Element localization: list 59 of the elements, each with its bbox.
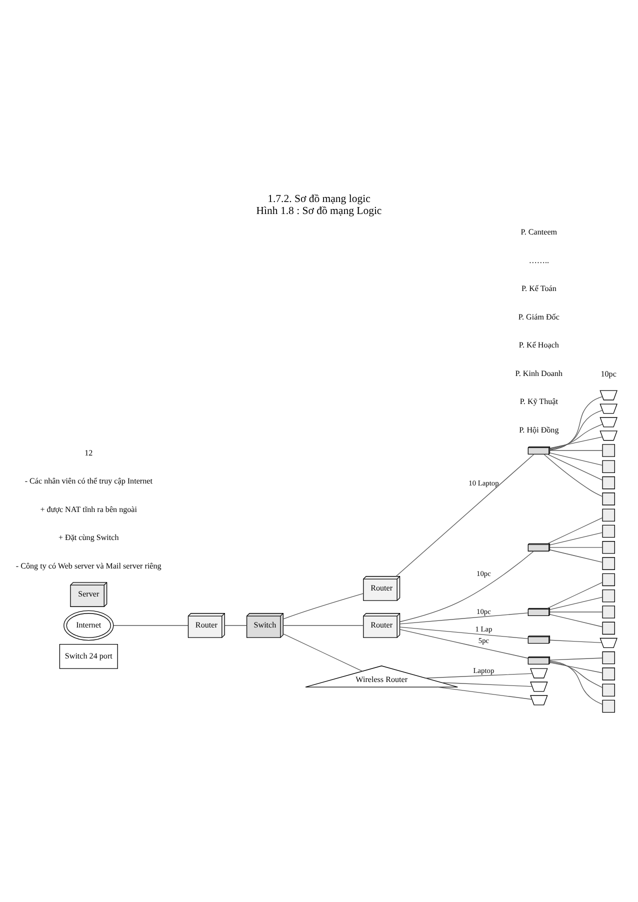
connector [550,546,603,548]
node-laptop [530,668,548,678]
node-computer [602,621,615,634]
node-computer [602,556,615,570]
connector [282,632,363,672]
edge-label: 10pc [476,606,491,616]
connector [550,662,603,673]
connector [544,453,603,496]
node-computer [602,476,615,489]
connector [550,532,603,545]
edge-label: 1 Lap [475,624,492,633]
connector [400,626,528,639]
connector [436,686,532,700]
node-computer [602,524,615,538]
node-computer [602,667,615,680]
node-computer [602,588,615,602]
connector [282,624,364,626]
caption: Hình 1.8 : Sơ đồ mạng Logic [256,204,382,217]
node-computer [602,605,615,618]
connector [547,516,603,544]
connector [224,624,248,626]
node-laptop [600,416,618,427]
node-computer [602,699,615,712]
node-computer [602,460,615,473]
edge-label: 10pc [476,568,491,578]
connector [400,550,534,622]
connector [547,453,603,480]
node-laptop [600,390,618,400]
edge-label: 10 Laptop [468,478,499,487]
node-laptop [600,637,618,648]
connector [113,624,188,626]
node-computer [602,508,615,521]
connector [550,660,603,688]
connector [550,549,603,562]
node-laptop [600,430,618,440]
node-computer [602,683,615,696]
connector [550,611,603,612]
connector [400,612,528,624]
connector [550,639,602,643]
connector [550,452,603,466]
connector [282,592,364,619]
node-laptop [530,681,548,692]
node-computer [602,572,615,586]
connector [425,672,533,678]
node-laptop [600,403,618,414]
connector [399,628,528,658]
connector [396,453,534,576]
connector [441,682,532,686]
connector [550,614,603,627]
node-computer [602,444,615,456]
edge-label: Laptop [473,666,494,675]
node-computer [602,492,615,505]
connector [550,657,603,660]
node-computer [602,650,615,664]
node-computer [602,540,615,554]
connector [549,660,603,704]
node-laptop [530,694,548,705]
diagram-title: 1.7.2. Sơ đồ mạng logic [268,192,370,204]
edge-label: 5pc [478,635,490,644]
